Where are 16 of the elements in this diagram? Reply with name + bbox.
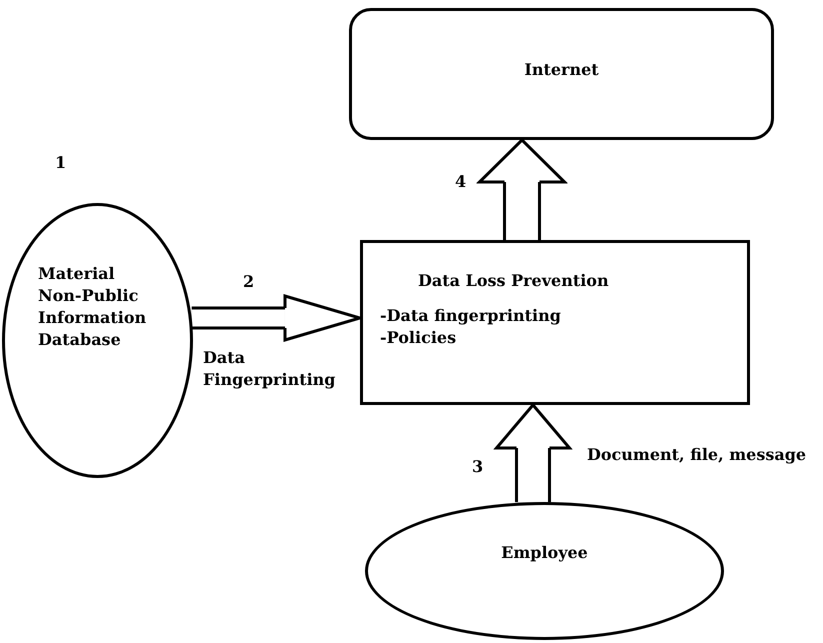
rounded-box: [349, 8, 774, 140]
step-number: 2: [243, 271, 254, 293]
process-box: [360, 240, 750, 405]
step-number: 3: [472, 456, 484, 478]
node-text: -Policies: [380, 327, 458, 349]
step-number: 4: [455, 171, 466, 193]
edge-label: Data Fingerprinting: [203, 347, 336, 391]
box-heading: Data Loss Prevention: [418, 270, 610, 292]
edge-label: Document, file, message: [587, 444, 808, 466]
step-number: 1: [55, 152, 66, 174]
ellipse-node: [2, 203, 193, 478]
node-text: Internet: [523, 59, 600, 81]
ellipse-node: [365, 502, 724, 640]
node-text: -Data fingerprinting: [380, 305, 562, 327]
node-text: Employee: [500, 542, 589, 564]
node-text: Material Non-Public Information Database: [38, 263, 148, 351]
